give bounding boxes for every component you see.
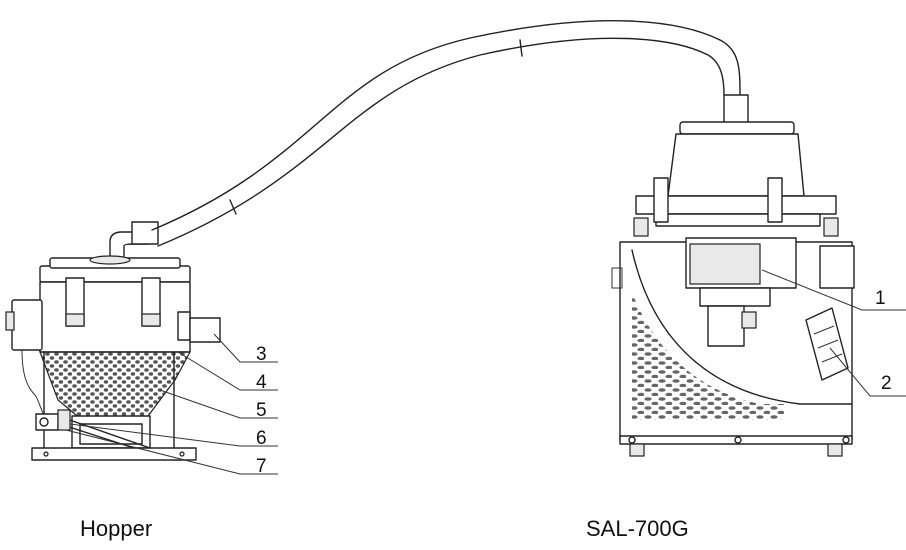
callout-5: 5 xyxy=(256,400,267,421)
caption-hopper: Hopper xyxy=(80,516,153,541)
hopper-assembly xyxy=(5,255,221,461)
callout-7: 7 xyxy=(256,456,267,477)
callout-1: 1 xyxy=(875,288,886,309)
caption-sal-700g: SAL-700G xyxy=(586,516,689,541)
callout-6: 6 xyxy=(256,428,267,449)
sal-700g-unit xyxy=(611,121,855,457)
callout-numbers: 1 2 3 4 5 6 7 xyxy=(256,288,892,477)
callout-4: 4 xyxy=(256,372,267,393)
callout-3: 3 xyxy=(256,344,267,365)
hopper-callout-leaders xyxy=(65,333,278,475)
conveying-hose xyxy=(109,20,749,259)
unit-callout-leaders xyxy=(761,269,906,397)
callout-2: 2 xyxy=(881,373,892,394)
